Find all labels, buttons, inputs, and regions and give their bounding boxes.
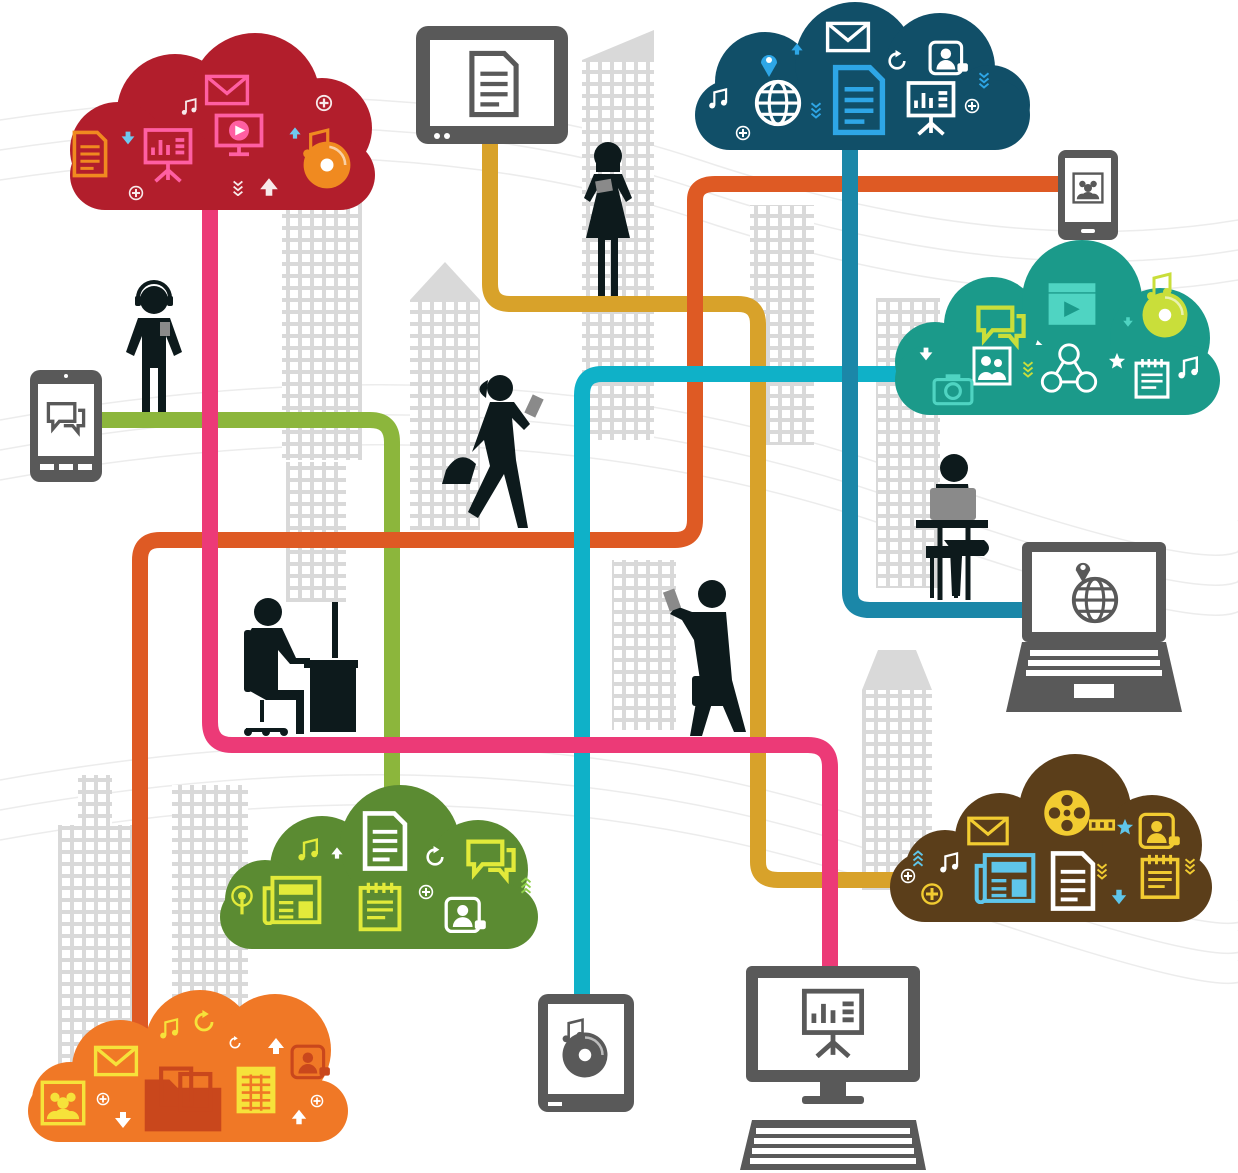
laptop-globe: [1006, 542, 1182, 712]
green-line: [92, 412, 400, 818]
man-with-briefcase: [662, 580, 746, 736]
tablet-music: [538, 994, 634, 1112]
network-lines: [92, 130, 1070, 1040]
person-with-headphones: [126, 280, 182, 412]
teal-line: [842, 140, 1030, 618]
film-strip-icon: [1088, 819, 1116, 831]
cloud-navy: [695, 2, 1030, 150]
building: [410, 300, 480, 530]
pink-line: [202, 195, 838, 980]
woman-walking-with-handbag: [442, 375, 544, 528]
film-reel-icon: [1044, 790, 1090, 836]
cloud-red: [70, 33, 375, 210]
mustard-line: [482, 130, 900, 888]
video-icon: [1048, 283, 1096, 325]
person-at-desk: [244, 598, 358, 736]
cloud-green: [220, 785, 538, 949]
woman-with-tablet: [584, 142, 632, 296]
tablet-document: [416, 26, 568, 144]
cloud-orange: [28, 990, 348, 1142]
building: [612, 560, 676, 730]
cyan-line: [574, 366, 906, 1000]
orange-line: [132, 176, 1070, 1040]
tablet-contacts: [1058, 150, 1118, 240]
desktop-presentation: [740, 966, 926, 1170]
cloud-teal: [895, 240, 1220, 415]
person-at-laptop: [916, 454, 989, 600]
smartphone-video: [30, 370, 102, 482]
spreadsheet-icon: [235, 1065, 277, 1115]
building: [78, 775, 112, 825]
cloud-brown: [890, 754, 1212, 922]
